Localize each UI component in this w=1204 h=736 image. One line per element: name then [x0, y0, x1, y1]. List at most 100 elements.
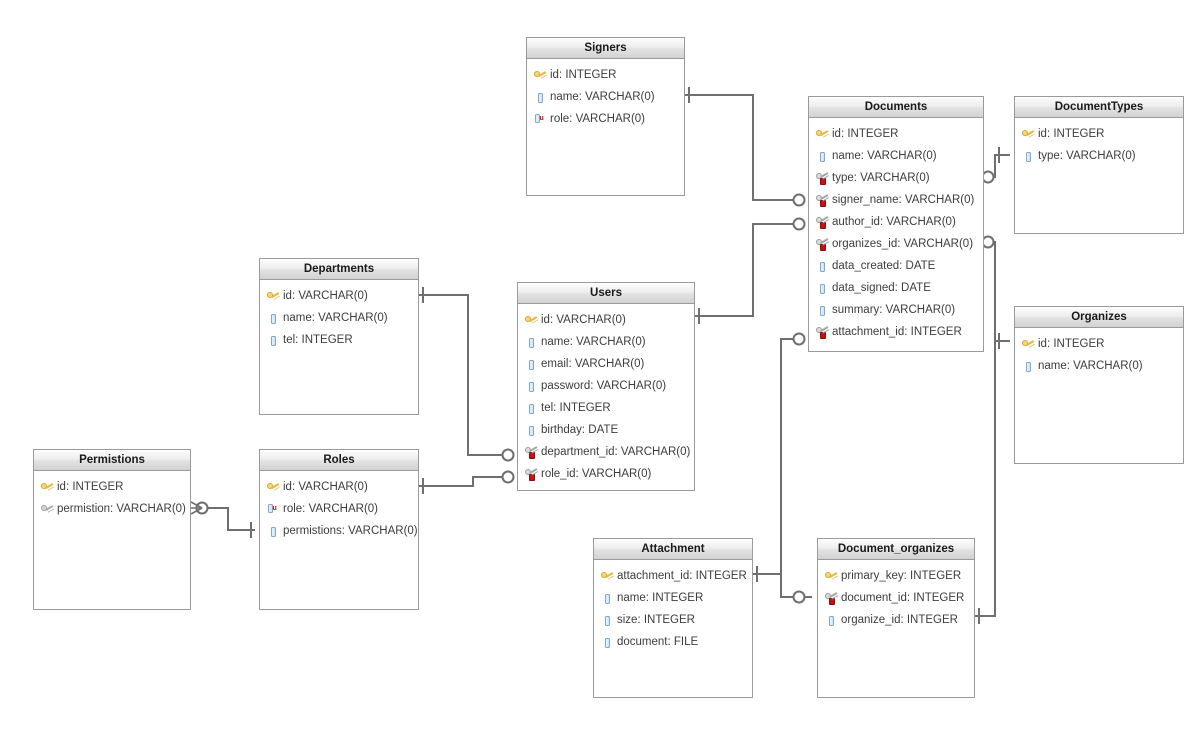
- column-row[interactable]: name: INTEGER: [594, 587, 752, 609]
- column-row[interactable]: id: VARCHAR(0): [260, 476, 418, 498]
- column-label: document_id: INTEGER: [841, 592, 965, 604]
- relationship-line: [753, 338, 802, 575]
- entity-title-permistions: Permistions: [34, 450, 190, 471]
- column-icon: [267, 524, 280, 538]
- column-row[interactable]: signer_name: VARCHAR(0): [809, 189, 983, 211]
- column-label: summary: VARCHAR(0): [832, 304, 956, 316]
- column-row[interactable]: id: INTEGER: [34, 476, 190, 498]
- column-row[interactable]: id: INTEGER: [1015, 333, 1183, 355]
- foreign-key-badge: [820, 221, 826, 229]
- entity-columns-attachment: attachment_id: INTEGER name: INTEGER size:…: [594, 560, 752, 653]
- column-label: name: INTEGER: [617, 592, 704, 604]
- relationship-line: [695, 223, 802, 317]
- column-label: name: VARCHAR(0): [541, 336, 646, 348]
- column-row[interactable]: document: FILE: [594, 631, 752, 653]
- column-row[interactable]: department_id: VARCHAR(0): [518, 441, 694, 463]
- gold-key-icon: [267, 289, 280, 303]
- column-row[interactable]: organizes_id: VARCHAR(0): [809, 233, 983, 255]
- entity-columns-document_organizes: primary_key: INTEGER document_id: INTEGER…: [818, 560, 974, 631]
- entity-title-attachment: Attachment: [594, 539, 752, 560]
- relationship-rel-users-documents: [695, 217, 806, 324]
- column-row[interactable]: email: VARCHAR(0): [518, 353, 694, 375]
- foreign-key-icon: [525, 445, 538, 459]
- column-row[interactable]: role: VARCHAR(0): [527, 108, 684, 130]
- zero-cardinality-circle: [981, 235, 995, 249]
- column-label: password: VARCHAR(0): [541, 380, 667, 392]
- foreign-key-badge: [820, 199, 826, 207]
- column-icon: [525, 357, 538, 371]
- column-row[interactable]: summary: VARCHAR(0): [809, 299, 983, 321]
- column-row[interactable]: name: VARCHAR(0): [518, 331, 694, 353]
- zero-cardinality-circle: [981, 170, 995, 184]
- entity-table-documenttypes[interactable]: DocumentTypes id: INTEGER type: VARCHAR(0): [1014, 96, 1184, 234]
- column-label: author_id: VARCHAR(0): [832, 216, 956, 228]
- relationship-rel-departments-users: [419, 287, 515, 462]
- foreign-key-icon: [825, 591, 838, 605]
- column-row[interactable]: password: VARCHAR(0): [518, 375, 694, 397]
- column-row[interactable]: role: VARCHAR(0): [260, 498, 418, 520]
- relationship-rel-signers-documents: [685, 87, 806, 207]
- column-label: type: VARCHAR(0): [1038, 150, 1136, 162]
- entity-title-roles: Roles: [260, 450, 418, 471]
- column-row[interactable]: name: VARCHAR(0): [1015, 355, 1183, 377]
- column-row[interactable]: name: VARCHAR(0): [260, 307, 418, 329]
- column-row[interactable]: birthday: DATE: [518, 419, 694, 441]
- column-label: role: VARCHAR(0): [283, 503, 378, 515]
- gold-key-icon: [41, 480, 54, 494]
- column-row[interactable]: permistions: VARCHAR(0): [260, 520, 418, 542]
- relationship-line: [419, 476, 511, 487]
- column-icon: [816, 149, 829, 163]
- column-row[interactable]: tel: INTEGER: [518, 397, 694, 419]
- column-row[interactable]: id: INTEGER: [527, 64, 684, 86]
- column-row[interactable]: data_signed: DATE: [809, 277, 983, 299]
- column-row[interactable]: type: VARCHAR(0): [1015, 145, 1183, 167]
- column-row[interactable]: id: INTEGER: [1015, 123, 1183, 145]
- column-row[interactable]: id: VARCHAR(0): [518, 309, 694, 331]
- column-row[interactable]: role_id: VARCHAR(0): [518, 463, 694, 485]
- entity-table-roles[interactable]: Roles id: VARCHAR(0) role: VARCHAR(0) permi…: [259, 449, 419, 610]
- column-row[interactable]: document_id: INTEGER: [818, 587, 974, 609]
- column-row[interactable]: tel: INTEGER: [260, 329, 418, 351]
- column-label: role: VARCHAR(0): [550, 113, 645, 125]
- column-row[interactable]: attachment_id: INTEGER: [809, 321, 983, 343]
- foreign-key-badge: [820, 243, 826, 251]
- zero-cardinality-circle: [195, 501, 209, 515]
- column-row[interactable]: name: VARCHAR(0): [809, 145, 983, 167]
- column-row[interactable]: organize_id: INTEGER: [818, 609, 974, 631]
- relationship-line: [984, 241, 1010, 342]
- column-label: tel: INTEGER: [541, 402, 611, 414]
- column-label: name: VARCHAR(0): [1038, 360, 1143, 372]
- column-label: signer_name: VARCHAR(0): [832, 194, 975, 206]
- column-icon: [816, 259, 829, 273]
- column-label: type: VARCHAR(0): [832, 172, 930, 184]
- entity-title-documenttypes: DocumentTypes: [1015, 97, 1183, 118]
- column-row[interactable]: primary_key: INTEGER: [818, 565, 974, 587]
- unique-column-icon: [534, 112, 547, 126]
- zero-cardinality-circle: [792, 332, 806, 346]
- relationship-line: [685, 94, 802, 201]
- column-row[interactable]: permistion: VARCHAR(0): [34, 498, 190, 520]
- entity-table-organizes[interactable]: Organizes id: INTEGER name: VARCHAR(0): [1014, 306, 1184, 464]
- column-row[interactable]: data_created: DATE: [809, 255, 983, 277]
- entity-table-attachment[interactable]: Attachment attachment_id: INTEGER name: IN…: [593, 538, 753, 698]
- relationship-rel-documents-docorganizes: [780, 574, 812, 604]
- column-row[interactable]: author_id: VARCHAR(0): [809, 211, 983, 233]
- column-row[interactable]: attachment_id: INTEGER: [594, 565, 752, 587]
- entity-title-organizes: Organizes: [1015, 307, 1183, 328]
- zero-cardinality-circle: [501, 448, 515, 462]
- relationship-rel-documents-documenttypes: [981, 147, 1010, 184]
- column-icon: [825, 613, 838, 627]
- column-row[interactable]: name: VARCHAR(0): [527, 86, 684, 108]
- column-row[interactable]: id: VARCHAR(0): [260, 285, 418, 307]
- column-row[interactable]: size: INTEGER: [594, 609, 752, 631]
- column-row[interactable]: id: INTEGER: [809, 123, 983, 145]
- gold-key-icon: [267, 480, 280, 494]
- column-row[interactable]: type: VARCHAR(0): [809, 167, 983, 189]
